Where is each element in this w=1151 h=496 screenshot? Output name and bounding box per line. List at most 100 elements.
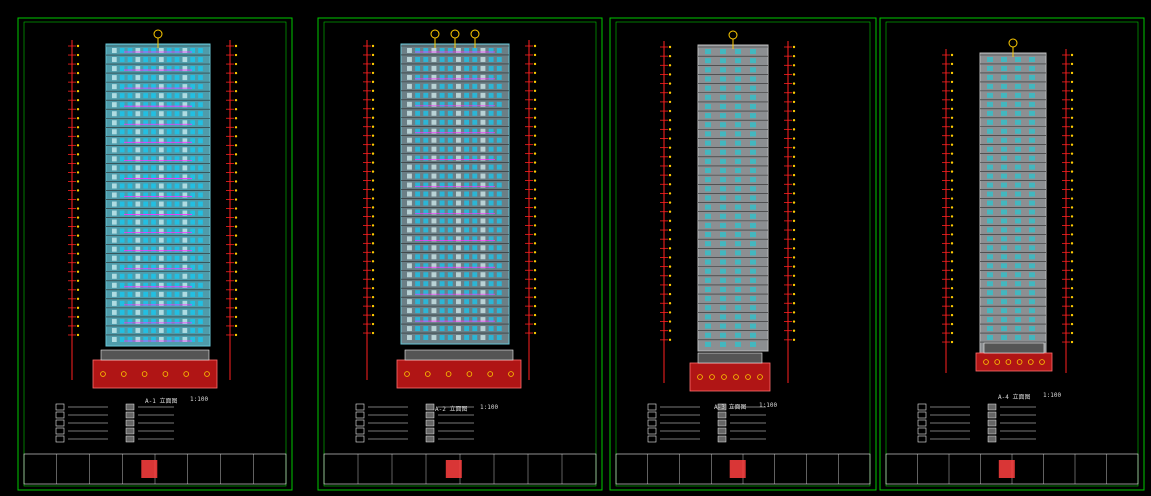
window-pane: [488, 146, 494, 152]
window-slot: [705, 58, 711, 64]
legend-swatch: [917, 435, 927, 443]
window-pane: [135, 255, 141, 261]
level-dot: [792, 265, 796, 268]
window-slot: [735, 277, 741, 283]
level-dot: [792, 128, 796, 131]
level-dot: [234, 171, 238, 174]
window-pane: [166, 291, 172, 297]
window-slot: [720, 122, 726, 128]
window-pane: [496, 119, 502, 125]
level-dot: [1070, 313, 1074, 317]
grid-bubble: [450, 29, 460, 39]
window-pane: [198, 309, 203, 315]
window-pane: [439, 92, 445, 98]
window-pane: [151, 327, 156, 333]
window-pane: [431, 119, 437, 125]
window-slot: [1015, 326, 1021, 332]
level-dot: [668, 292, 672, 296]
window-pane: [456, 110, 461, 116]
window-pane: [174, 102, 180, 108]
window-pane: [488, 299, 494, 305]
level-dot: [234, 89, 238, 93]
window-slot: [705, 222, 711, 228]
window-slot: [750, 113, 756, 119]
window-slot: [1029, 227, 1035, 233]
window-slot: [1001, 83, 1007, 89]
window-pane: [182, 156, 188, 162]
window-pane: [190, 129, 196, 135]
window-slot: [705, 323, 711, 329]
window-pane: [190, 228, 196, 234]
sheet-2-elevation-caption: A-2 立面图: [435, 406, 468, 413]
window-pane: [480, 119, 486, 125]
level-dot: [76, 198, 80, 201]
window-slot: [1015, 182, 1021, 188]
level-dot: [668, 256, 672, 259]
window-pane: [456, 245, 461, 251]
podium-marker: [1016, 359, 1023, 365]
window-pane: [456, 56, 461, 62]
window-slot: [705, 85, 711, 91]
window-pane: [480, 227, 486, 233]
level-dot: [76, 135, 80, 138]
window-pane: [174, 309, 180, 315]
window-pane: [127, 138, 133, 144]
level-dot: [792, 338, 796, 342]
window-pane: [198, 327, 203, 333]
window-pane: [415, 173, 421, 179]
level-dot: [76, 62, 80, 66]
window-pane: [143, 183, 149, 189]
window-pane: [135, 138, 141, 144]
window-pane: [151, 228, 156, 234]
level-dot: [76, 234, 80, 237]
window-pane: [190, 336, 196, 343]
level-dot: [234, 98, 238, 102]
window-pane: [198, 138, 203, 144]
window-pane: [423, 290, 429, 296]
level-dot: [668, 173, 672, 177]
window-pane: [415, 236, 421, 242]
legend-swatch: [55, 427, 65, 435]
window-pane: [143, 120, 149, 126]
window-pane: [480, 65, 486, 71]
level-dot: [668, 100, 672, 104]
window-slot: [720, 323, 726, 329]
window-slot: [1029, 290, 1035, 296]
window-slot: [750, 195, 756, 201]
window-pane: [174, 75, 180, 81]
window-pane: [407, 101, 412, 107]
window-pane: [135, 111, 141, 117]
window-pane: [456, 218, 461, 224]
window-pane: [488, 191, 494, 197]
window-slot: [750, 286, 756, 293]
window-slot: [1015, 245, 1021, 251]
window-pane: [112, 318, 117, 324]
window-slot: [735, 49, 741, 55]
window-pane: [496, 236, 502, 242]
window-pane: [166, 336, 172, 343]
window-pane: [174, 318, 180, 324]
window-pane: [431, 308, 437, 314]
window-slot: [705, 113, 711, 119]
window-pane: [190, 201, 196, 207]
window-pane: [423, 146, 429, 152]
level-dot: [950, 152, 954, 155]
window-pane: [143, 300, 149, 306]
window-pane: [423, 65, 429, 71]
level-dot: [234, 243, 238, 246]
window-pane: [407, 308, 412, 314]
level-dot: [1070, 143, 1074, 146]
window-pane: [159, 201, 164, 207]
window-pane: [112, 336, 117, 343]
window-pane: [182, 300, 188, 306]
window-pane: [190, 84, 196, 90]
legend-swatch: [717, 403, 727, 411]
window-slot: [735, 195, 741, 201]
window-pane: [423, 263, 429, 269]
window-pane: [112, 93, 117, 99]
window-slot: [1001, 326, 1007, 332]
window-slot: [735, 259, 741, 265]
window-pane: [480, 74, 486, 80]
window-pane: [159, 219, 164, 225]
